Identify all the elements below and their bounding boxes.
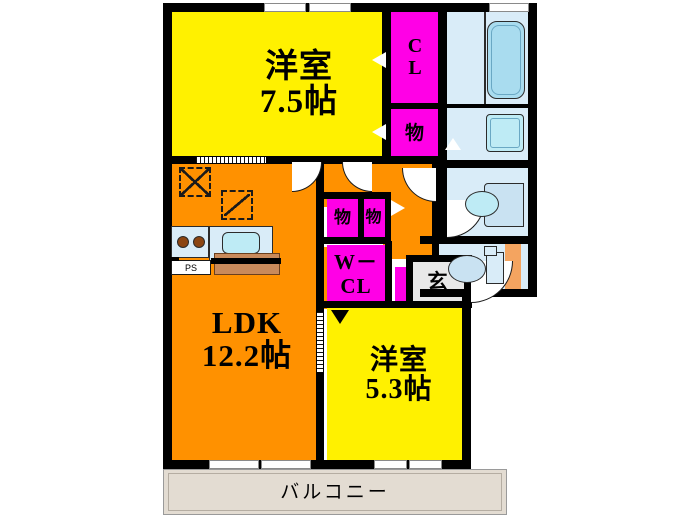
room-walk-closet: [327, 245, 387, 303]
wall-bedroom-cl: [382, 3, 391, 160]
vanity-faucet: [484, 246, 497, 256]
wall-ldk-upper-right: [316, 156, 324, 196]
window-ldk-balcony-2: [261, 460, 311, 469]
wall-hall-storage: [316, 192, 390, 199]
label-storage-top-line1: 物: [404, 123, 425, 145]
wall-bath-inner: [447, 104, 529, 108]
label-ldk-line1: LDK: [211, 305, 283, 341]
vanity-mirror: [486, 252, 504, 284]
wall-entrance-top: [406, 255, 472, 262]
room-storage-top: [391, 108, 439, 160]
window-bedroom-main-1: [264, 3, 306, 12]
wall-sliver-right: [406, 258, 413, 308]
wall-storage-right: [385, 192, 391, 238]
label-storage-a-line1: 物: [334, 208, 352, 228]
label-walk-closet: W－ CL: [327, 247, 385, 301]
wall-bath-bottom: [438, 160, 537, 168]
label-walk-closet-line2: CL: [340, 274, 372, 298]
room-storage-a: [327, 199, 359, 237]
label-walk-closet-line1: W－: [334, 249, 378, 274]
wall-kitchen-edge: [211, 258, 281, 264]
wall-cl-bath: [438, 3, 447, 163]
closet-arrow-bath-entry: [445, 138, 461, 150]
room-bedroom-sub: [327, 307, 471, 461]
label-entrance: 玄: [413, 263, 463, 301]
wall-bottom: [163, 460, 471, 469]
label-bedroom-main-line1: 洋室: [265, 49, 333, 86]
wall-toilet-bottom: [420, 236, 537, 244]
wall-ldk-right: [316, 156, 324, 461]
wall-hall-right: [432, 163, 439, 259]
pipe-shaft: PS: [171, 260, 211, 275]
bathtub: [487, 21, 525, 99]
window-bedroom-sub-balcony-2: [409, 460, 442, 469]
window-ldk-balcony-1: [209, 460, 259, 469]
label-closet-cl: CL: [391, 26, 439, 88]
label-ldk-line2: 12.2帖: [201, 338, 293, 373]
bathtub-inner: [491, 25, 521, 95]
toilet-bowl: [465, 191, 499, 217]
closet-arrow-storage-top: [372, 124, 386, 140]
closet-arrow-bedroom-sub: [331, 310, 349, 324]
wall-cl-storage: [382, 103, 439, 109]
label-storage-a: 物: [327, 201, 359, 235]
label-closet-cl-line1: CL: [404, 35, 426, 79]
bath-divider: [484, 12, 486, 104]
appliance-arrow-fridge: [224, 194, 250, 216]
label-balcony-line1: バルコニー: [280, 482, 390, 504]
kitchen-sink: [222, 232, 260, 254]
label-bedroom-sub-line2: 5.3帖: [365, 374, 433, 405]
wall-right-lower: [462, 293, 471, 469]
label-bedroom-sub-line1: 洋室: [369, 344, 428, 376]
wall-wcl-right: [385, 241, 392, 307]
vanity-sink: [448, 255, 486, 283]
label-bedroom-main: 洋室 7.5帖: [219, 30, 379, 140]
closet-door-wcl[interactable]: [317, 312, 323, 372]
room-walk-closet-sliver: [395, 267, 409, 303]
window-bedroom-sub-balcony-1: [374, 460, 407, 469]
closet-arrow-cl: [372, 52, 386, 68]
wash-basin-square-inner: [490, 118, 520, 148]
room-balcony: [163, 469, 507, 515]
label-bedroom-main-line2: 7.5帖: [259, 84, 339, 120]
kitchen-counter-top: [214, 253, 280, 275]
wall-left: [163, 3, 172, 469]
wall-storage-bottom: [316, 237, 391, 244]
wall-bedroom-bottom: [163, 156, 439, 164]
wall-toilet-left: [438, 160, 447, 240]
room-storage-b: [363, 199, 387, 237]
label-storage-top: 物: [391, 112, 439, 156]
appliance-outline-fridge: [221, 190, 253, 220]
room-closet-cl: [391, 11, 439, 104]
wall-kitchen-back: [171, 257, 179, 261]
closet-arrow-storage-b: [391, 200, 405, 216]
label-bedroom-sub: 洋室 5.3帖: [330, 330, 468, 420]
label-entrance-line1: 玄: [427, 270, 449, 293]
label-balcony: バルコニー: [163, 478, 507, 508]
label-storage-b-line1: 物: [365, 208, 383, 226]
label-storage-b: 物: [362, 201, 386, 235]
window-bedroom-main-2: [309, 3, 351, 12]
stove-burner-left: [177, 236, 189, 248]
appliance-x-line-1: [179, 167, 211, 197]
balcony-inner-line: [168, 473, 502, 511]
wall-right-upper: [528, 3, 537, 293]
window-bathroom: [489, 3, 529, 12]
wall-wcl-bottom: [316, 301, 471, 308]
closet-door-bedroom-main[interactable]: [196, 157, 266, 163]
room-bedroom-main: [171, 11, 383, 159]
wall-storage-divider: [358, 192, 364, 238]
stove-burner-right: [193, 236, 205, 248]
label-ldk: LDK 12.2帖: [176, 300, 318, 380]
pipe-shaft-label: PS: [184, 262, 197, 273]
